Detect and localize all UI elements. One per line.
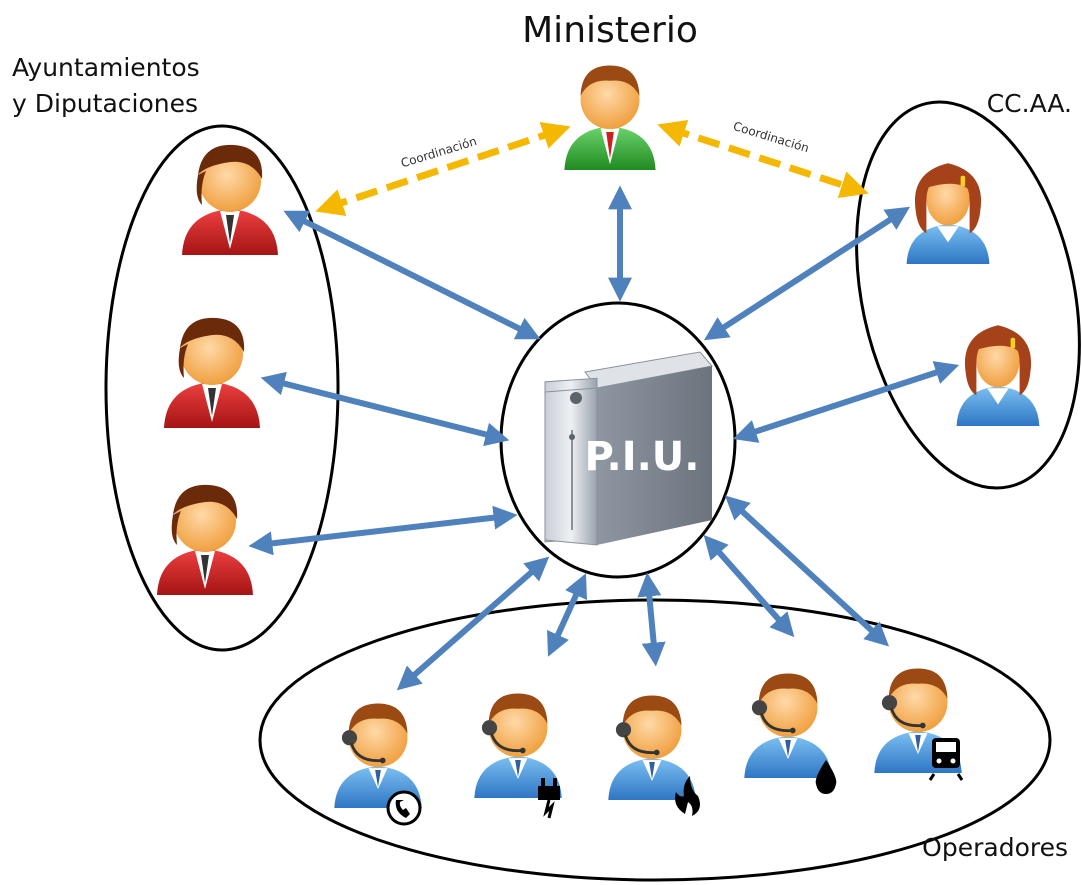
server-icon <box>544 351 713 546</box>
water-drop-icon <box>815 760 837 794</box>
region-person-icon-1 <box>906 163 990 264</box>
region-person-icon-2 <box>956 325 1040 426</box>
flame-icon <box>675 776 700 816</box>
telephone-icon <box>386 790 422 826</box>
municipality-person-icon-2 <box>164 317 260 428</box>
arrow-region-2-piu <box>732 361 960 443</box>
operators-label: Operadores <box>922 833 1068 862</box>
municipality-person-icon-3 <box>157 484 253 595</box>
municipalities-label-line1: Ayuntamientos <box>12 53 200 82</box>
arrow-operator-3-piu <box>637 572 666 667</box>
train-icon <box>928 738 964 781</box>
coordination-arrow-right <box>657 119 869 199</box>
arrow-operator-4-piu <box>703 534 795 638</box>
coordination-label-left: Coordinación <box>399 134 478 170</box>
arrow-municipality-2-piu <box>260 371 510 447</box>
ministry-label: Ministerio <box>522 10 698 51</box>
connection-arrows <box>248 185 960 691</box>
ministry-person-icon <box>564 65 656 170</box>
arrow-operator-1-piu <box>396 556 550 691</box>
municipalities-label-line2: y Diputaciones <box>12 89 198 118</box>
operator-person-icon-3 <box>606 694 698 802</box>
regions-label: CC.AA. <box>987 89 1072 118</box>
operator-person-icon-4 <box>742 672 834 780</box>
server-label: P.I.U. <box>585 434 700 480</box>
coordination-arrow-left <box>315 122 571 216</box>
arrow-municipality-3-piu <box>248 505 518 556</box>
operator-person-icon-2 <box>472 692 564 800</box>
arrow-operator-2-piu <box>547 573 587 657</box>
arrow-municipality-1-piu <box>283 210 541 340</box>
arrow-region-1-piu <box>703 206 911 341</box>
power-plug-icon <box>538 778 560 819</box>
regions-group-outline <box>855 100 1081 490</box>
arrow-operator-5-piu <box>724 495 890 647</box>
municipality-person-icon-1 <box>182 144 278 255</box>
